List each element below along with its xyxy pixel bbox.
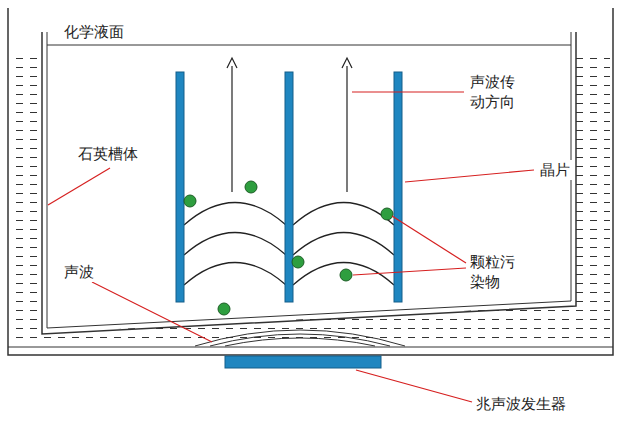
megasonic-generator [225,356,381,368]
leader-lines [48,92,534,402]
quartz-tank-inner-wall [47,32,571,328]
callout-label: 颗粒污 染物 [468,252,524,292]
callout-label: 声波 [62,262,96,282]
callout-label: 化学液面 [62,22,126,42]
quartz-tank [42,32,576,334]
callout-label: 兆声波发生器 [474,394,568,414]
bath-liquid [10,55,610,346]
generator-waves [195,330,405,346]
outer-tank [8,8,613,355]
liquid-surface [47,45,571,46]
particles [184,181,393,315]
outer-tank-floor [8,347,613,348]
wafers [176,72,402,302]
callout-label: 声波传 动方向 [468,72,524,112]
callout-label: 晶片 [538,160,572,180]
callout-label: 石英槽体 [76,144,140,164]
